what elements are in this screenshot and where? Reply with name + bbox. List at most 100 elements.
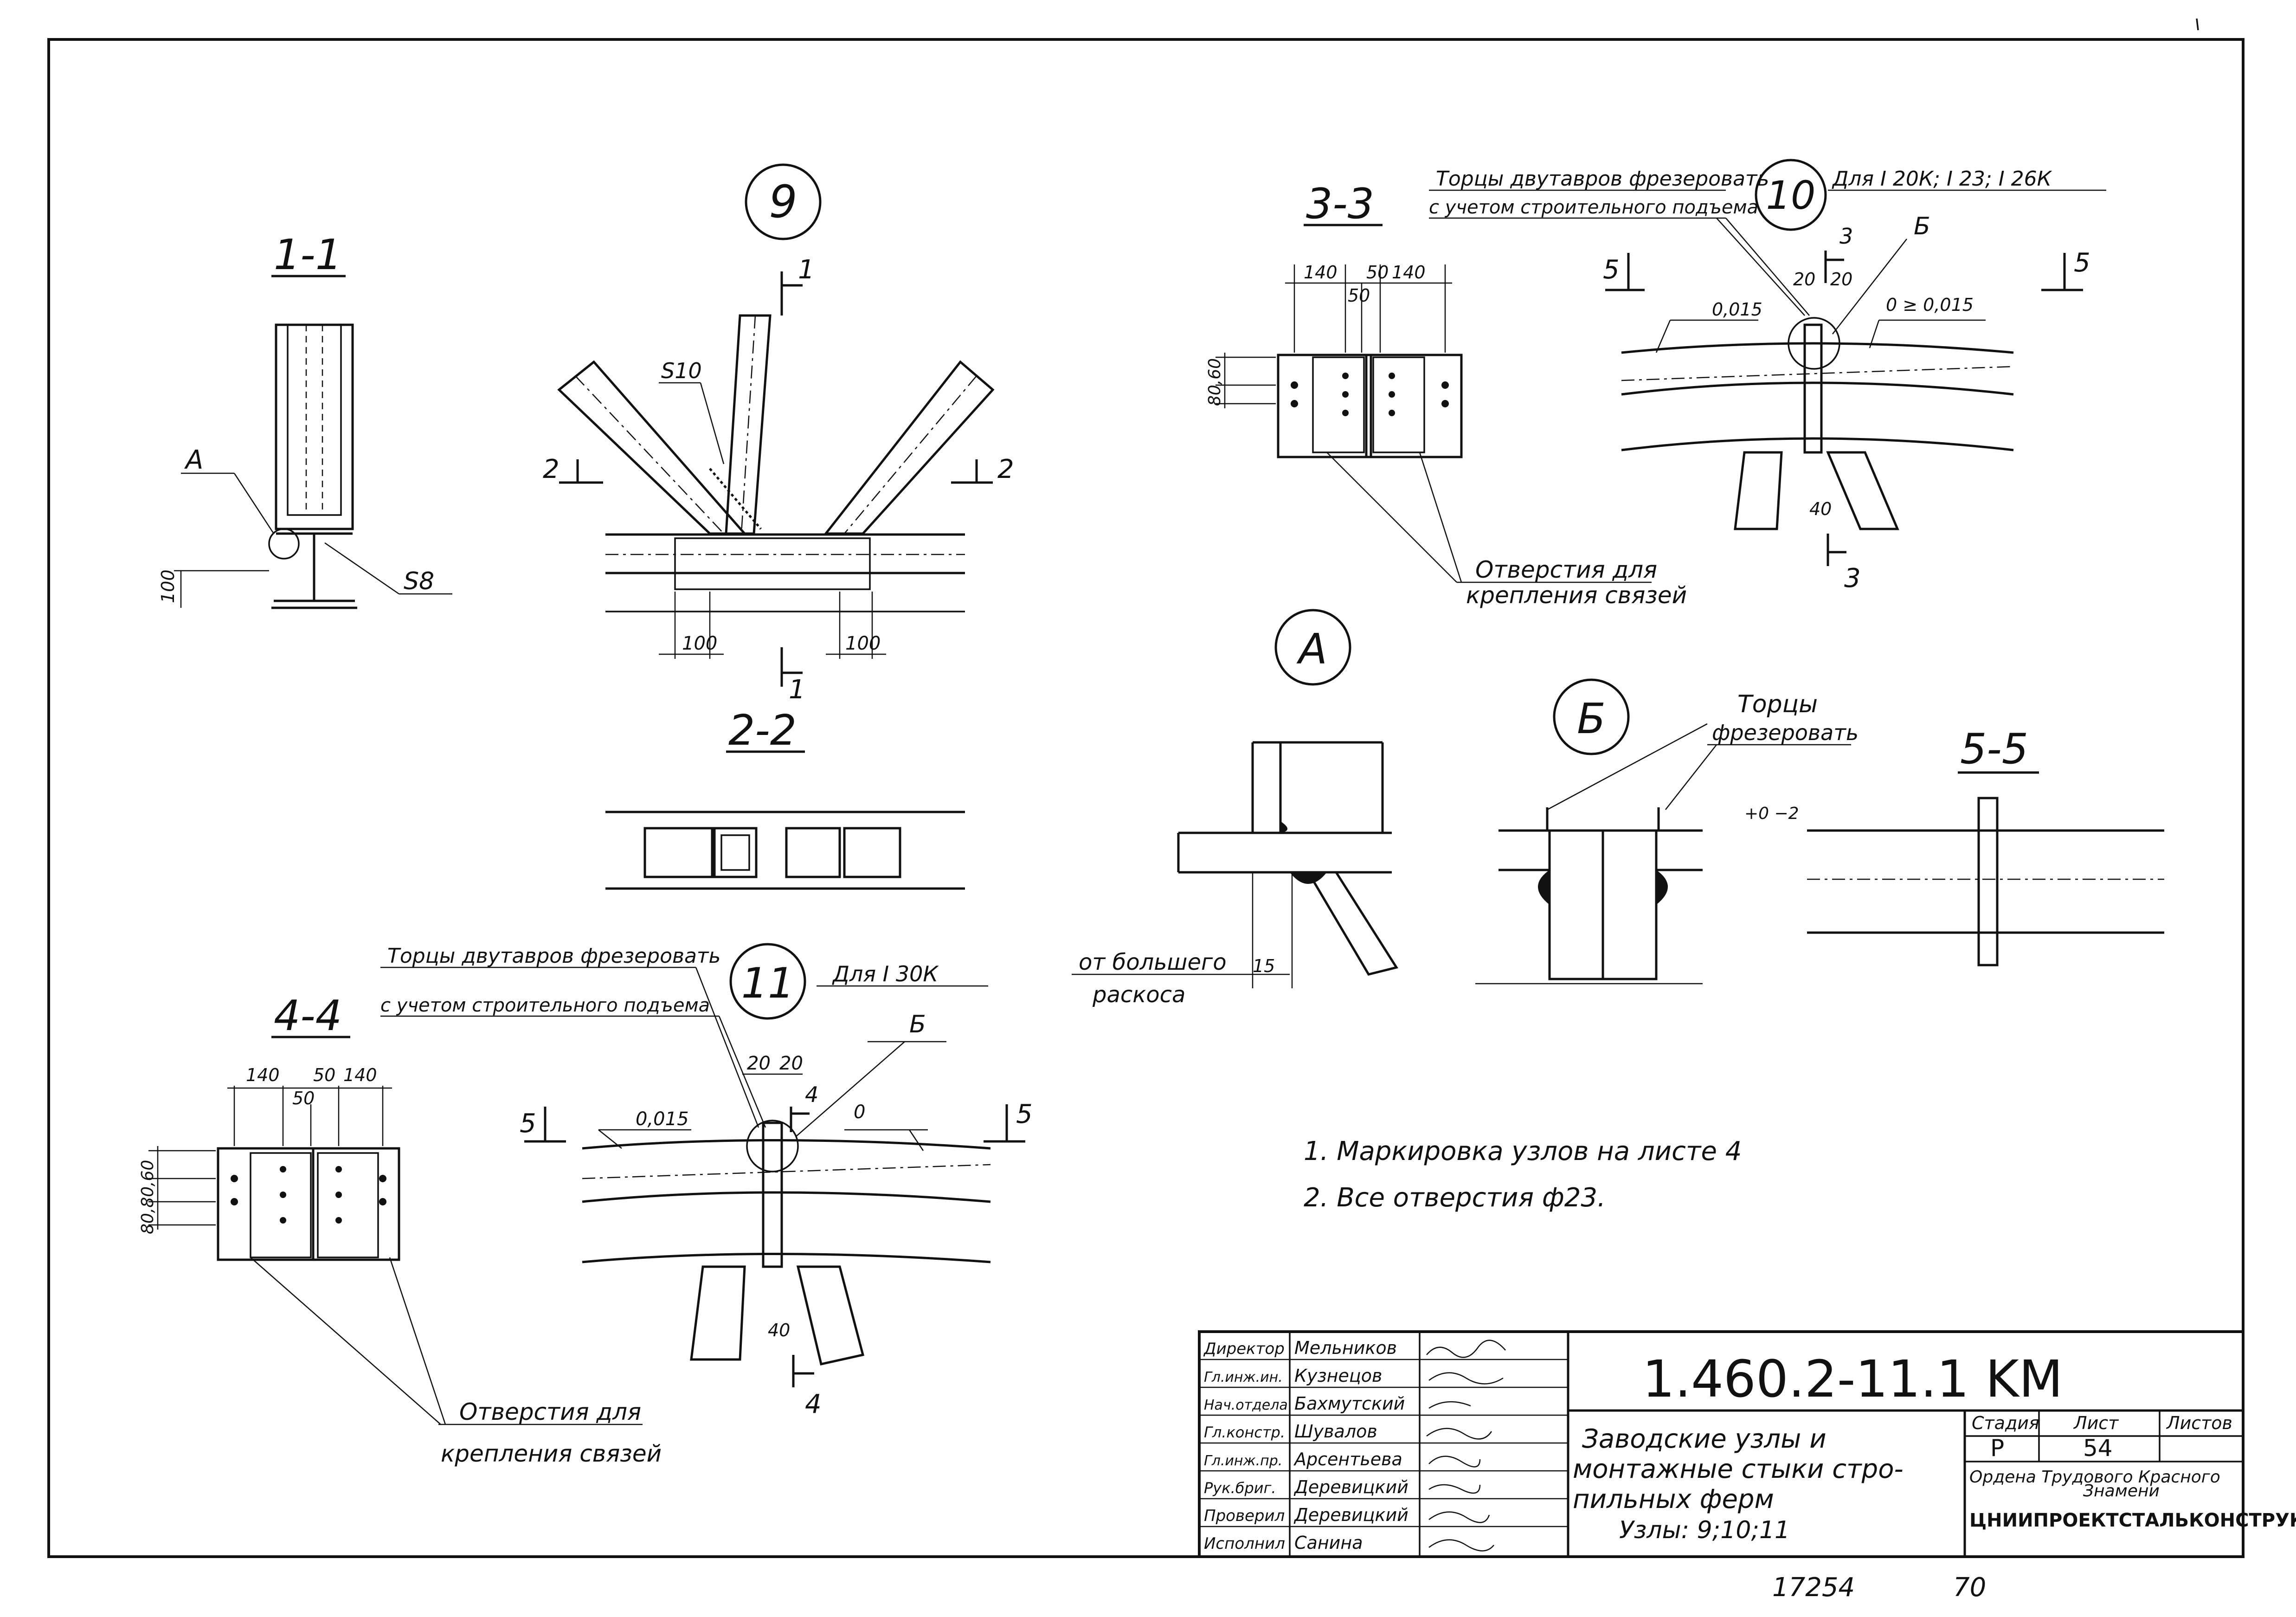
dim-140-d: 140 <box>343 1065 377 1085</box>
mark-5-left-11: 5 <box>520 1108 536 1139</box>
dim-50-d: 50 <box>292 1088 315 1108</box>
section-2-2-label: 2-2 <box>728 706 797 755</box>
dim-15: 15 <box>1253 956 1275 976</box>
from-larger-2: раскоса <box>1092 982 1185 1008</box>
bottom-number-right: 70 <box>1953 1572 1986 1603</box>
note-2: 2. Все отверстия ф23. <box>1304 1183 1606 1213</box>
detail-b-mark-10: Б <box>1914 213 1930 240</box>
sheet-title-2: монтажные стыки стро- <box>1573 1454 1904 1484</box>
mark-3-bottom: 3 <box>1844 563 1861 593</box>
node-11-label: 11 <box>741 959 795 1008</box>
dim-s10: S10 <box>661 358 702 383</box>
mark-5-left: 5 <box>1603 255 1620 285</box>
mark-2-left: 2 <box>543 454 560 484</box>
node-10-note-2: с учетом строительного подъема <box>1429 197 1758 218</box>
node-11-for: Для I 30К <box>832 961 939 986</box>
sig-name-2: Бахмутский <box>1294 1393 1405 1414</box>
sig-name-3: Шувалов <box>1294 1421 1377 1442</box>
sig-name-4: Арсентьева <box>1293 1449 1402 1469</box>
mark-4-top: 4 <box>805 1082 818 1107</box>
dim-80-80-60: 80,80,60 <box>138 1160 157 1234</box>
sheets-header: Листов <box>2166 1413 2232 1433</box>
detail-a-circle <box>1274 609 1351 686</box>
title-block: Директор Мельников Гл.инж.ин. Кузнецов Н… <box>1198 1330 2296 1558</box>
detail-b-label: Б <box>1577 695 1606 743</box>
mark-4-bottom: 4 <box>805 1389 822 1419</box>
node-11-note-2: с учетом строительного подъема <box>380 995 710 1016</box>
dim-50-c: 50 <box>313 1065 335 1085</box>
dim-80-60: 80,60 <box>1205 358 1224 406</box>
sig-role-7: Исполнил <box>1204 1534 1285 1553</box>
section-5-5: 5-5 <box>1807 725 2164 966</box>
slope-b: 0 ≥ 0,015 <box>1886 295 1974 315</box>
dim-50-a: 50 <box>1366 262 1389 283</box>
dim-100-left: 100 <box>682 633 717 654</box>
ends-label-1: Торцы <box>1737 690 1818 718</box>
section-3-3-label: 3-3 <box>1306 180 1374 228</box>
sig-role-1: Гл.инж.ин. <box>1204 1369 1283 1385</box>
detail-a-mark: А <box>184 445 203 475</box>
dim-100-vert: 100 <box>158 569 178 603</box>
sig-name-0: Мельников <box>1294 1338 1397 1358</box>
sig-role-6: Проверил <box>1204 1507 1285 1525</box>
sheet-header: Лист <box>2073 1413 2119 1433</box>
sig-role-0: Директор <box>1203 1340 1285 1358</box>
dim-40-b: 40 <box>768 1320 790 1340</box>
sig-role-5: Рук.бриг. <box>1204 1479 1276 1497</box>
sheet-title-3: пильных ферм <box>1573 1484 1774 1514</box>
node-11-group: 11 Торцы двутавров фрезеровать с учетом … <box>380 943 1033 1419</box>
slope-d: 0 <box>854 1102 865 1123</box>
node-10-note-1: Торцы двутавров фрезеровать <box>1436 167 1769 191</box>
nodes-line: Узлы: 9;10;11 <box>1619 1516 1790 1544</box>
section-2-2: 2-2 <box>605 706 965 890</box>
holes-label-2: крепления связей <box>1466 582 1687 609</box>
detail-b-mark-11: Б <box>909 1011 926 1038</box>
from-larger-1: от большего <box>1079 949 1227 975</box>
holes-label-1: Отверстия для <box>1475 556 1657 583</box>
org-name: ЦНИИПРОЕКТСТАЛЬКОНСТРУКЦИЯ <box>1969 1510 2296 1531</box>
sheet-value: 54 <box>2083 1435 2113 1462</box>
stage-value: Р <box>1990 1435 2004 1462</box>
stage-header: Стадия <box>1972 1413 2039 1433</box>
note-1: 1. Маркировка узлов на листе 4 <box>1304 1136 1742 1166</box>
node-10-circle <box>1755 159 1827 231</box>
holes-label-1b: Отверстия для <box>459 1398 641 1425</box>
ends-label-2: фрезеровать <box>1712 720 1859 745</box>
dim-20-c: 20 <box>747 1053 771 1074</box>
tolerance: +0 −2 <box>1744 804 1799 823</box>
slope-c: 0,015 <box>636 1108 689 1130</box>
sheet-title-1: Заводские узлы и <box>1582 1424 1827 1454</box>
detail-a: А от большего раскоса 15 <box>1072 609 1398 1008</box>
corner-tick <box>2196 18 2199 31</box>
sig-role-3: Гл.констр. <box>1204 1424 1285 1441</box>
section-4-4-label: 4-4 <box>274 992 342 1040</box>
sig-name-6: Деревицкий <box>1293 1505 1408 1525</box>
dim-50-b: 50 <box>1348 285 1370 306</box>
slope-a: 0,015 <box>1712 299 1762 320</box>
org-line-1: Ордена Трудового Красного <box>1969 1468 2220 1487</box>
mark-5-right-11: 5 <box>1016 1099 1033 1129</box>
node-10-for: Для I 20К; I 23; I 26К <box>1832 167 2052 191</box>
sig-role-2: Нач.отдела <box>1204 1397 1288 1413</box>
mark-1-bottom: 1 <box>789 675 805 705</box>
dim-140-c: 140 <box>246 1065 280 1085</box>
detail-b: Б Торцы фрезеровать +0 −2 <box>1475 678 1859 985</box>
dim-140-a: 140 <box>1304 262 1338 283</box>
node-11-note-1: Торцы двутавров фрезеровать <box>387 944 720 968</box>
mark-1-top: 1 <box>798 255 815 285</box>
dim-20-d: 20 <box>779 1053 803 1074</box>
section-1-1: 1-1 А S8 100 <box>158 231 452 609</box>
mark-2-right: 2 <box>997 454 1014 484</box>
node-10-group: 10 Торцы двутавров фрезеровать с учетом … <box>1429 159 2106 593</box>
dim-140-b: 140 <box>1392 262 1426 283</box>
dim-20-b: 20 <box>1830 269 1852 290</box>
section-1-1-label: 1-1 <box>274 231 342 279</box>
section-4-4: 4-4 140 50 50 140 80,80,60 Отверстия для… <box>138 992 662 1467</box>
bottom-number-left: 17254 <box>1772 1572 1855 1603</box>
org-line-2: Знамени <box>2083 1482 2160 1501</box>
sig-role-4: Гл.инж.пр. <box>1204 1453 1282 1469</box>
detail-b-circle <box>1553 678 1630 755</box>
node-10-label: 10 <box>1766 173 1816 218</box>
node-9-group: 9 S10 1 1 2 2 <box>543 163 1014 705</box>
dim-s8: S8 <box>404 567 434 595</box>
